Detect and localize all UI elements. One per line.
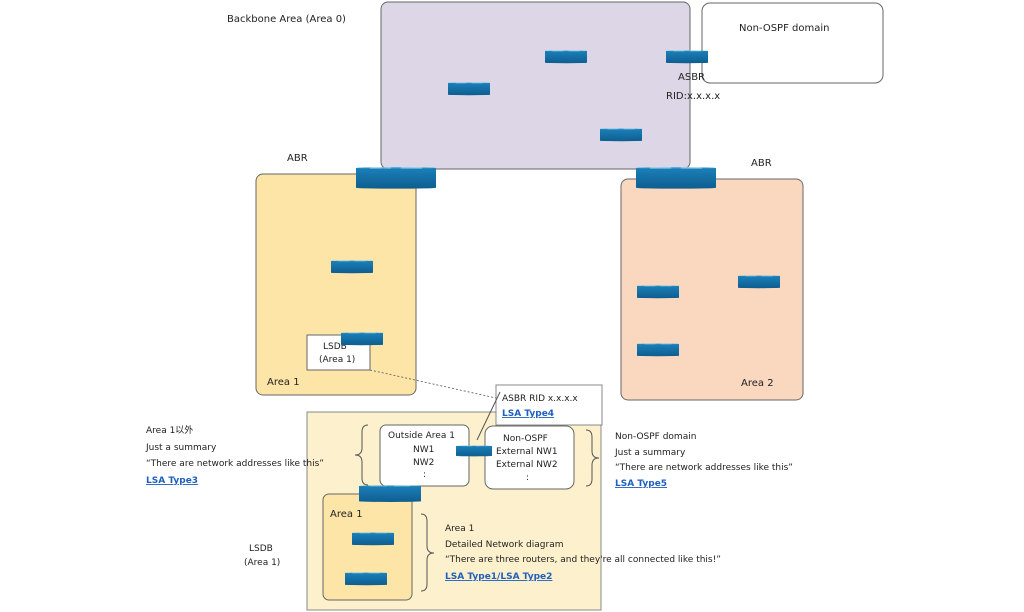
callout-outside-area1-line1: Area 1以外 xyxy=(146,424,193,436)
router-icon[interactable] xyxy=(665,49,709,65)
non-ospf-nw2: External NW2 xyxy=(496,460,558,470)
router-icon[interactable] xyxy=(455,444,493,458)
router-icon[interactable] xyxy=(344,571,388,587)
callout-area1-line2: Detailed Network diagram xyxy=(445,540,564,550)
non-ospf-more: : xyxy=(526,473,529,483)
router-icon[interactable] xyxy=(357,483,423,504)
callout-area1-line1: Area 1 xyxy=(445,524,474,534)
callout-area1-line3: “There are three routers, and they're al… xyxy=(445,555,721,565)
asbr-rid-label: RID:x.x.x.x xyxy=(666,91,720,102)
backbone-area xyxy=(380,1,691,170)
area1-label: Area 1 xyxy=(267,377,300,388)
non-ospf-domain xyxy=(701,2,884,84)
area2-label: Area 2 xyxy=(741,378,774,389)
lsa-type5-link[interactable]: LSA Type5 xyxy=(615,479,667,489)
router-icon[interactable] xyxy=(636,284,680,300)
router-icon[interactable] xyxy=(330,259,374,275)
brace-right xyxy=(585,429,600,487)
lsdb-side-label-line2: (Area 1) xyxy=(244,558,280,568)
non-ospf-title: Non-OSPF xyxy=(503,434,548,444)
router-icon[interactable] xyxy=(351,531,395,547)
asbr-label: ASBR xyxy=(678,72,705,83)
non-ospf-box xyxy=(484,425,575,490)
outside-area1-nw1: NW1 xyxy=(413,445,434,455)
router-icon[interactable] xyxy=(737,274,781,290)
lsdb-side-label-line1: LSDB xyxy=(249,544,273,554)
router-icon[interactable] xyxy=(354,165,438,191)
router-icon[interactable] xyxy=(340,331,384,347)
lsa-type4-link[interactable]: LSA Type4 xyxy=(502,409,554,419)
outside-area1-more: : xyxy=(423,470,426,480)
outside-area1-nw2: NW2 xyxy=(413,458,434,468)
lsdb-leader-line xyxy=(369,369,497,399)
lsa-type3-link[interactable]: LSA Type3 xyxy=(146,476,198,486)
router-icon[interactable] xyxy=(447,81,491,97)
asbr-rid-box xyxy=(495,384,603,426)
asbr-pointer-line xyxy=(476,391,501,441)
callout-outside-area1-line2: Just a summary xyxy=(145,443,217,453)
non-ospf-domain-label: Non-OSPF domain xyxy=(739,23,829,34)
lsdb-inner-area1-label: Area 1 xyxy=(330,509,363,520)
outside-area1-title: Outside Area 1 xyxy=(388,431,455,441)
backbone-area-label: Backbone Area (Area 0) xyxy=(227,14,346,25)
lsa-type1-type2-link[interactable]: LSA Type1/LSA Type2 xyxy=(445,572,552,582)
abr-left-label: ABR xyxy=(287,153,308,164)
router-icon[interactable] xyxy=(636,342,680,358)
brace-left xyxy=(354,424,369,486)
non-ospf-nw1: External NW1 xyxy=(496,447,558,457)
lsdb-small-box-line1: LSDB xyxy=(323,342,347,352)
callout-non-ospf-line1: Non-OSPF domain xyxy=(615,432,696,442)
lsdb-small-box-line2: (Area 1) xyxy=(319,355,355,365)
abr-right-label: ABR xyxy=(751,158,772,169)
callout-outside-area1-line3: “There are network addresses like this” xyxy=(146,459,324,469)
router-icon[interactable] xyxy=(544,49,588,65)
brace-area1 xyxy=(420,513,435,592)
asbr-rid-box-text: ASBR RID x.x.x.x xyxy=(502,394,578,404)
router-icon[interactable] xyxy=(634,165,718,191)
router-icon[interactable] xyxy=(599,127,643,143)
callout-non-ospf-line2: Just a summary xyxy=(614,448,686,458)
callout-non-ospf-line3: “There are network addresses like this” xyxy=(615,463,793,473)
